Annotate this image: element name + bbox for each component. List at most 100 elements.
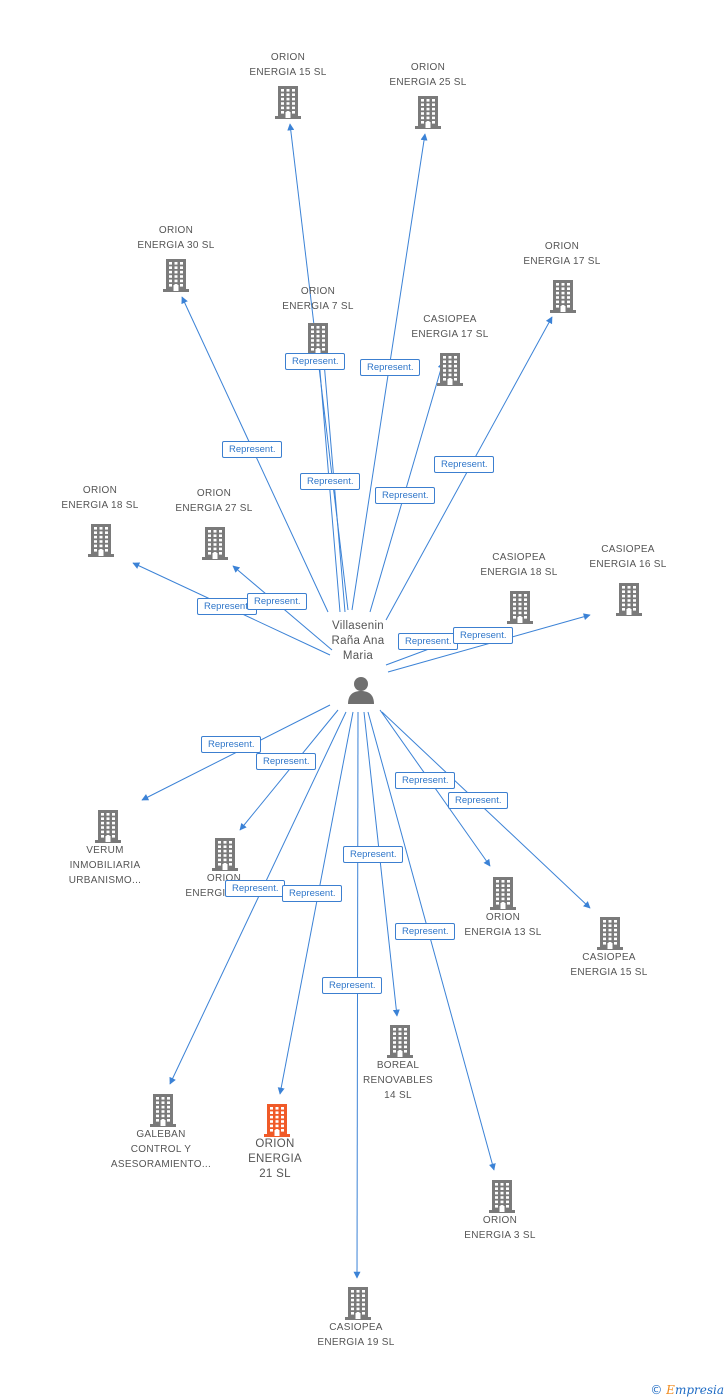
relation-label[interactable]: Represent. bbox=[201, 736, 262, 753]
building-icon[interactable] bbox=[390, 351, 510, 387]
company-label-line: ENERGIA 25 SL bbox=[389, 77, 467, 88]
edge-orion-22 bbox=[239, 709, 339, 831]
building-icon[interactable] bbox=[503, 278, 623, 314]
company-label-line: CASIOPEA bbox=[582, 952, 636, 963]
relation-label[interactable]: Represent. bbox=[256, 753, 317, 770]
company-label-line: ENERGIA 15 SL bbox=[570, 967, 648, 978]
brand-initial: E bbox=[666, 1383, 675, 1397]
building-icon[interactable] bbox=[217, 1102, 337, 1138]
building-icon[interactable] bbox=[165, 836, 285, 872]
person-name-line: Villasenin bbox=[331, 620, 384, 632]
relation-label[interactable]: Represent. bbox=[247, 593, 308, 610]
relation-label[interactable]: Represent. bbox=[398, 633, 459, 650]
building-icon[interactable] bbox=[550, 915, 670, 951]
person-name-line: Raña Ana bbox=[331, 635, 385, 647]
company-label-line: ENERGIA 18 SL bbox=[480, 567, 558, 578]
company-label-line: ORION bbox=[544, 241, 580, 252]
building-icon[interactable] bbox=[258, 321, 378, 357]
relation-label[interactable]: Represent. bbox=[434, 456, 495, 473]
building-icon[interactable] bbox=[298, 1285, 418, 1321]
relation-label[interactable]: Represent. bbox=[448, 792, 509, 809]
building-icon[interactable] bbox=[368, 94, 488, 130]
company-label-orion-21[interactable]: ORION ENERGIA 21 SL bbox=[215, 1137, 335, 1182]
company-label-line: INMOBILIARIA bbox=[69, 860, 141, 871]
company-label-orion-7[interactable]: ORION ENERGIA 7 SL bbox=[258, 284, 378, 314]
company-label-orion-30[interactable]: ORION ENERGIA 30 SL bbox=[116, 223, 236, 253]
company-label-line: BOREAL bbox=[376, 1060, 420, 1071]
relation-label[interactable]: Represent. bbox=[395, 923, 456, 940]
relation-label[interactable]: Represent. bbox=[197, 598, 258, 615]
company-label-line: ORION bbox=[158, 225, 194, 236]
company-label-orion-22[interactable]: ORION ENERGIA 22 SL bbox=[164, 871, 284, 901]
building-icon[interactable] bbox=[155, 525, 275, 561]
company-label-line: ORION bbox=[410, 62, 446, 73]
company-label-line: ENERGIA 19 SL bbox=[317, 1337, 395, 1348]
company-label-orion-17[interactable]: ORION ENERGIA 17 SL bbox=[502, 239, 622, 269]
person-name-line: Maria bbox=[342, 650, 374, 662]
building-icon[interactable] bbox=[48, 808, 168, 844]
company-label-casiopea-15[interactable]: CASIOPEA ENERGIA 15 SL bbox=[549, 950, 669, 980]
edge-casiopea-15 bbox=[381, 711, 591, 909]
company-label-line: URBANISMO... bbox=[68, 875, 142, 886]
building-icon[interactable] bbox=[460, 589, 580, 625]
building-icon[interactable] bbox=[443, 875, 563, 911]
relation-label[interactable]: Represent. bbox=[360, 359, 421, 376]
building-icon[interactable] bbox=[442, 1178, 562, 1214]
company-label-line: ENERGIA 22 SL bbox=[185, 888, 263, 899]
company-label-line: 21 SL bbox=[259, 1168, 291, 1180]
building-icon[interactable] bbox=[103, 1092, 223, 1128]
relation-label[interactable]: Represent. bbox=[285, 353, 346, 370]
company-label-orion-25[interactable]: ORION ENERGIA 25 SL bbox=[368, 60, 488, 90]
company-label-line: ORION bbox=[485, 912, 521, 923]
company-label-line: CASIOPEA bbox=[329, 1322, 383, 1333]
relation-label[interactable]: Represent. bbox=[222, 441, 283, 458]
company-label-line: 14 SL bbox=[384, 1090, 412, 1101]
building-icon[interactable] bbox=[41, 522, 161, 558]
company-label-line: ENERGIA 7 SL bbox=[282, 301, 354, 312]
edge-galeban bbox=[169, 711, 347, 1085]
relation-label[interactable]: Represent. bbox=[343, 846, 404, 863]
edge-orion-3 bbox=[367, 711, 496, 1171]
company-label-line: ENERGIA 27 SL bbox=[175, 503, 253, 514]
relation-label[interactable]: Represent. bbox=[300, 473, 361, 490]
building-icon[interactable] bbox=[116, 257, 236, 293]
company-label-line: ENERGIA 13 SL bbox=[464, 927, 542, 938]
company-label-line: ORION bbox=[255, 1138, 295, 1150]
relation-label[interactable]: Represent. bbox=[453, 627, 514, 644]
company-label-line: ENERGIA 17 SL bbox=[411, 329, 489, 340]
relation-label[interactable]: Represent. bbox=[375, 487, 436, 504]
company-label-line: ENERGIA 30 SL bbox=[137, 240, 215, 251]
edge-orion-21 bbox=[277, 711, 354, 1095]
building-icon[interactable] bbox=[340, 1023, 460, 1059]
brand-name: mpresia bbox=[674, 1383, 724, 1397]
company-label-line: ORION bbox=[300, 286, 336, 297]
copyright-symbol: © bbox=[650, 1383, 663, 1397]
company-label-line: ORION bbox=[206, 873, 242, 884]
person-icon[interactable] bbox=[301, 675, 421, 705]
relation-label[interactable]: Represent. bbox=[282, 885, 343, 902]
company-label-verum[interactable]: VERUM INMOBILIARIA URBANISMO... bbox=[45, 843, 165, 888]
building-icon[interactable] bbox=[569, 581, 689, 617]
company-label-line: CONTROL Y bbox=[130, 1144, 192, 1155]
company-label-line: ENERGIA 18 SL bbox=[61, 500, 139, 511]
company-label-casiopea-19[interactable]: CASIOPEA ENERGIA 19 SL bbox=[296, 1320, 416, 1350]
relation-label[interactable]: Represent. bbox=[395, 772, 456, 789]
relation-label[interactable]: Represent. bbox=[322, 977, 383, 994]
company-label-line: VERUM bbox=[86, 845, 124, 856]
company-label-line: ENERGIA bbox=[248, 1153, 302, 1165]
company-label-orion-13[interactable]: ORION ENERGIA 13 SL bbox=[443, 910, 563, 940]
building-icon[interactable] bbox=[228, 84, 348, 120]
company-label-line: ENERGIA 17 SL bbox=[523, 256, 601, 267]
relation-label[interactable]: Represent. bbox=[225, 880, 286, 897]
